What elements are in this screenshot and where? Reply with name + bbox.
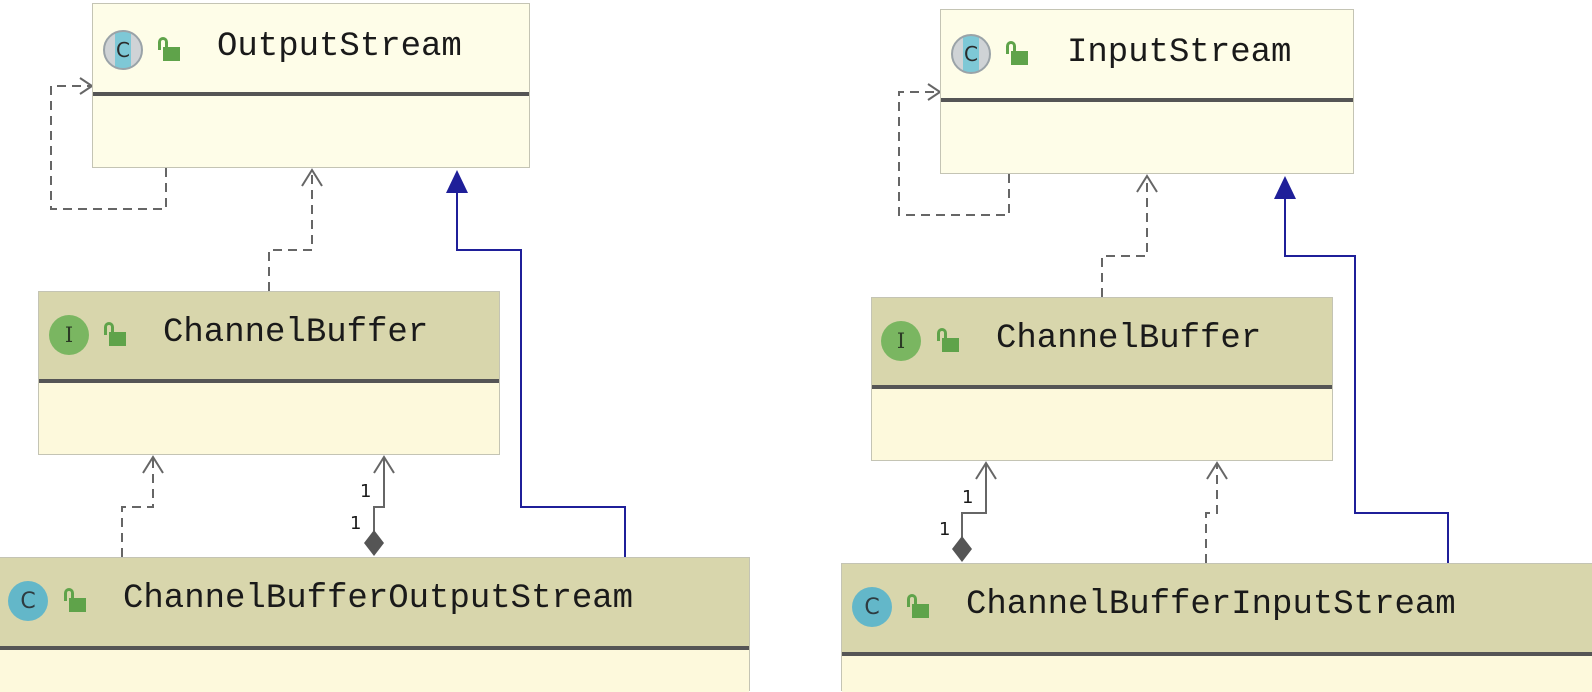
composition-diamond-right: [952, 536, 972, 562]
impl-to-interface-dependency-edge-left: [121, 458, 154, 557]
class-name: InputStream: [1067, 34, 1292, 72]
class-icon: C: [8, 581, 48, 621]
class-box-channelbufferinputstream[interactable]: C ChannelBufferInputStream: [841, 563, 1592, 692]
interface-header: I ChannelBuffer: [39, 292, 499, 383]
class-name: ChannelBufferInputStream: [966, 586, 1456, 624]
interface-header: I ChannelBuffer: [872, 298, 1332, 389]
class-members-section: [842, 656, 1592, 692]
composition-arrowhead-right: [975, 461, 997, 480]
multiplicity-source-left: 1: [350, 513, 361, 534]
interface-name: ChannelBuffer: [996, 320, 1262, 358]
interface-to-inputstream-dependency-edge: [1101, 177, 1148, 297]
interface-box-channelbuffer-right[interactable]: I ChannelBuffer: [871, 297, 1333, 461]
interface-icon: I: [881, 321, 921, 361]
unlocked-padlock-icon: [63, 588, 87, 614]
interface-box-channelbuffer-left[interactable]: I ChannelBuffer: [38, 291, 500, 455]
class-members-section: [0, 650, 749, 692]
unlocked-padlock-icon: [936, 328, 960, 354]
class-box-outputstream[interactable]: C OutputStream: [92, 3, 530, 168]
outputstream-inheritance-edge: [456, 192, 626, 557]
class-name: OutputStream: [217, 28, 462, 66]
unlocked-padlock-icon: [906, 594, 930, 620]
inputstream-inheritance-arrowhead: [1274, 176, 1296, 199]
class-box-channelbufferoutputstream[interactable]: C ChannelBufferOutputStream: [0, 557, 750, 692]
interface-members-section: [872, 389, 1332, 460]
class-name: ChannelBufferOutputStream: [123, 580, 634, 618]
multiplicity-target-left: 1: [360, 481, 371, 502]
class-header: C ChannelBufferInputStream: [842, 564, 1592, 656]
composition-edge-left: [373, 458, 385, 531]
multiplicity-target-right: 1: [962, 487, 973, 508]
impl-to-interface-dependency-arrowhead-left: [142, 455, 164, 474]
abstract-class-icon: C: [103, 30, 143, 70]
composition-arrowhead-left: [373, 455, 395, 474]
inputstream-inheritance-edge: [1284, 198, 1449, 563]
class-box-inputstream[interactable]: C InputStream: [940, 9, 1354, 174]
interface-to-inputstream-dependency-arrowhead: [1136, 174, 1158, 193]
self-dependency-arrowhead-left: [79, 77, 94, 95]
unlocked-padlock-icon: [103, 322, 127, 348]
interface-icon: I: [49, 315, 89, 355]
class-members-section: [93, 96, 529, 167]
unlocked-padlock-icon: [157, 37, 181, 63]
unlocked-padlock-icon: [1005, 41, 1029, 67]
abstract-class-icon: C: [951, 34, 991, 74]
interface-to-outputstream-dependency-arrowhead: [301, 168, 323, 187]
class-members-section: [941, 102, 1353, 173]
interface-members-section: [39, 383, 499, 454]
impl-to-interface-dependency-arrowhead-right: [1206, 461, 1228, 480]
outputstream-inheritance-arrowhead: [446, 170, 468, 193]
multiplicity-source-right: 1: [939, 519, 950, 540]
interface-to-outputstream-dependency-edge: [268, 171, 313, 291]
class-header: C OutputStream: [93, 4, 529, 96]
composition-diamond-left: [364, 530, 384, 556]
interface-name: ChannelBuffer: [163, 314, 429, 352]
self-dependency-edge-right: [898, 91, 1010, 216]
self-dependency-edge-left: [50, 85, 167, 210]
class-header: C ChannelBufferOutputStream: [0, 558, 749, 650]
class-icon: C: [852, 587, 892, 627]
composition-edge-right: [961, 464, 987, 537]
class-header: C InputStream: [941, 10, 1353, 102]
